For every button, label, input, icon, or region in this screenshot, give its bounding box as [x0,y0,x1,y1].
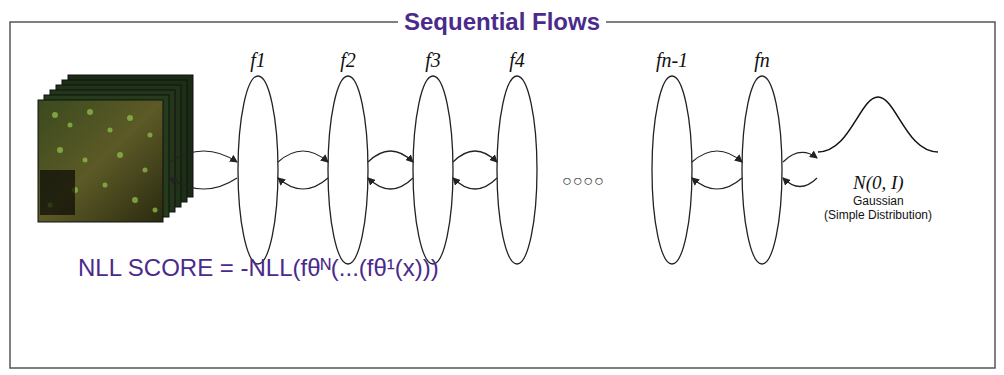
flow-step: f4 [492,48,542,268]
distribution-note: (Simple Distribution) [824,208,932,222]
ellipse-outline [408,74,458,266]
ellipse-outline [323,74,373,266]
flow-arrow [368,178,413,189]
step-label: fn-1 [627,48,717,72]
ellipse-outline [233,74,283,266]
score-formula: NLL SCORE = -NLL(fθᴺ(...(fθ¹(x))) [78,254,439,282]
io-arrows [170,151,817,189]
step-label: f4 [472,48,562,72]
flow-step: fn [737,48,787,268]
flow-step: f1 [233,48,283,268]
step-label: fn [717,48,807,72]
diagram-title: Sequential Flows [398,8,606,36]
distribution-formula: N(0, I) [853,172,904,194]
step-label: f1 [213,48,303,72]
flow-arrow [278,178,328,189]
step-label: f2 [303,48,393,72]
flow-arrow [278,151,328,162]
frame [10,22,995,368]
ellipsis-dots: ○○○○ [562,172,605,190]
gaussian-curve [818,97,938,152]
distribution-name: Gaussian [853,194,904,208]
flow-arrow [368,151,413,162]
step-label: f3 [388,48,478,72]
flow-step: fn-1 [647,48,697,268]
flow-arrow [453,151,497,162]
ellipse-outline [492,74,542,266]
flow-arrow [692,151,742,162]
flow-step: f2 [323,48,373,268]
flow-step: f3 [408,48,458,268]
ellipse-outline [647,74,697,266]
flow-arrow [453,178,497,189]
flow-arrow [692,178,742,189]
ellipse-outline [737,74,787,266]
image-stack [38,75,193,222]
